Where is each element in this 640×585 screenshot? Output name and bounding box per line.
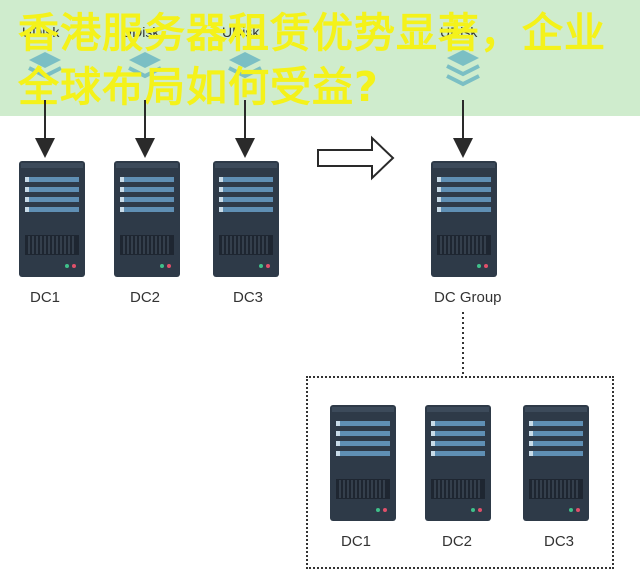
stack-layers-icon (128, 52, 162, 79)
member-label-dc3: DC3 (544, 533, 575, 550)
stack-layers-icon (28, 52, 62, 79)
udisk-label-3: UDisk (222, 24, 260, 40)
stack-layers-icon (446, 50, 480, 87)
server-rack-icon (523, 405, 589, 521)
server-label-dc1: DC1 (30, 289, 61, 306)
server-rack-icon (431, 161, 497, 277)
hollow-right-arrow-icon (317, 135, 395, 181)
server-rack-icon (114, 161, 180, 277)
member-label-dc2: DC2 (442, 533, 473, 550)
dc-group-box (306, 376, 614, 569)
server-rack-icon (330, 405, 396, 521)
udisk-label-2: UDisk (122, 24, 160, 40)
overlay-title: 香港服务器租赁优势显著，企业全球布局如何受益? (18, 9, 606, 111)
member-label-dc1: DC1 (341, 533, 372, 550)
stack-layers-icon (228, 52, 262, 79)
server-label-dc-group: DC Group (434, 289, 502, 306)
server-rack-icon (425, 405, 491, 521)
server-label-dc3: DC3 (233, 289, 264, 306)
server-rack-icon (19, 161, 85, 277)
title-banner (0, 0, 640, 116)
server-rack-icon (213, 161, 279, 277)
server-label-dc2: DC2 (130, 289, 161, 306)
udisk-label-group: UDisk (440, 24, 478, 40)
udisk-label-1: UDisk (22, 24, 60, 40)
